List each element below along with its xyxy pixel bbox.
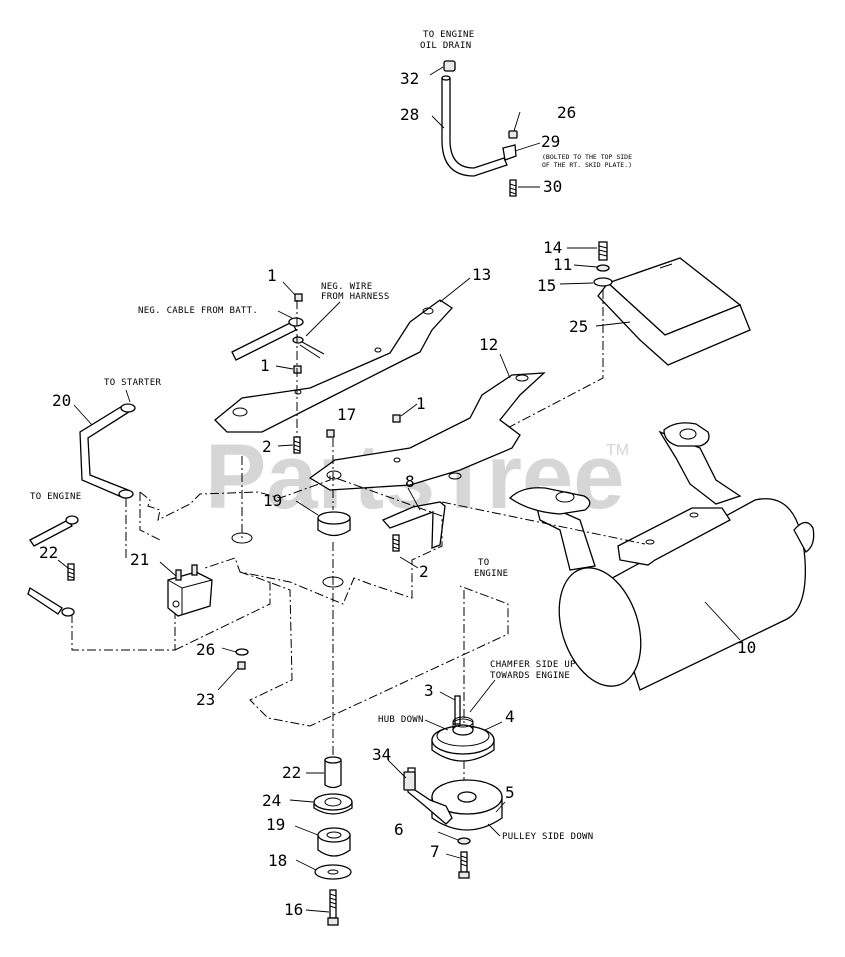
washer-18 xyxy=(314,864,352,880)
callout-c22b: 22 xyxy=(282,763,301,782)
callout-c6: 6 xyxy=(394,820,404,839)
callout-c2b: 2 xyxy=(419,562,429,581)
note-to-starter: TO STARTER xyxy=(104,378,161,388)
nut-26-top xyxy=(508,130,518,139)
callout-c32: 32 xyxy=(400,69,419,88)
callout-c12: 12 xyxy=(479,335,498,354)
callout-c1b: 1 xyxy=(260,356,270,375)
solenoid-21-group: TO ENGINE 22 21 26 23 xyxy=(27,492,249,709)
bracket-12-hardware: 1 17 8 2 xyxy=(326,394,446,581)
frame-outline xyxy=(71,438,509,727)
callout-c25: 25 xyxy=(569,317,588,336)
note-to-engine-center-2: ENGINE xyxy=(474,569,508,579)
callout-c13: 13 xyxy=(472,265,491,284)
callout-c4: 4 xyxy=(505,707,515,726)
bracket-8 xyxy=(381,501,446,549)
heat-shield-25: 14 11 15 25 xyxy=(537,238,751,366)
callout-c5: 5 xyxy=(505,783,515,802)
note-to-engine-center-1: TO xyxy=(478,558,489,568)
nut-1c xyxy=(392,414,401,423)
note-chamfer-2: TOWARDS ENGINE xyxy=(490,671,570,681)
muffler-bracket-12: 12 xyxy=(308,335,546,491)
callout-c11: 11 xyxy=(553,255,572,274)
note-neg-cable: NEG. CABLE FROM BATT. xyxy=(138,306,258,316)
callout-c19b: 19 xyxy=(266,815,285,834)
note-hub-down: HUB DOWN xyxy=(378,715,424,725)
drain-cap-32 xyxy=(443,60,456,72)
callout-c8: 8 xyxy=(405,472,415,491)
callout-c1a: 1 xyxy=(267,266,277,285)
callout-c16: 16 xyxy=(284,900,303,919)
note-bolted-1: (BOLTED TO THE TOP SIDE xyxy=(542,153,632,161)
note-to-engine-oil-drain-2: OIL DRAIN xyxy=(420,41,471,51)
watermark-tm: TM xyxy=(606,442,629,459)
muffler-bracket-13: 13 xyxy=(214,265,491,433)
callout-c3: 3 xyxy=(424,681,434,700)
lockwasher-11 xyxy=(596,264,610,272)
callout-c26b: 26 xyxy=(196,640,215,659)
nut-17 xyxy=(326,429,335,438)
callout-c28: 28 xyxy=(400,105,419,124)
callout-c7: 7 xyxy=(430,842,440,861)
washer-6 xyxy=(457,837,471,845)
callout-c26a: 26 xyxy=(557,103,576,122)
note-to-engine-left: TO ENGINE xyxy=(30,492,81,502)
note-to-engine-oil-drain-1: TO ENGINE xyxy=(423,30,474,40)
note-chamfer-1: CHAMFER SIDE UP xyxy=(490,660,576,670)
nut-1a xyxy=(294,293,303,302)
callout-c22a: 22 xyxy=(39,543,58,562)
callout-c20: 20 xyxy=(52,391,71,410)
washer-26 xyxy=(235,648,249,656)
note-neg-wire-2: FROM HARNESS xyxy=(321,292,390,302)
washer-15 xyxy=(593,277,613,287)
neg-battery-cable xyxy=(231,321,297,361)
solenoid-lead-wire xyxy=(27,587,63,615)
negative-cable-group: NEG. CABLE FROM BATT. NEG. WIRE FROM HAR… xyxy=(138,266,390,456)
engine-wire xyxy=(29,519,73,547)
isolator-stack: 22 24 19 18 16 xyxy=(262,756,353,926)
note-pulley-side-down: PULLEY SIDE DOWN xyxy=(502,832,594,842)
callout-c24: 24 xyxy=(262,791,281,810)
isolator-19-top: 19 xyxy=(263,491,351,537)
starter-cable-20: TO STARTER 20 xyxy=(52,378,161,560)
muffler-10: 10 xyxy=(508,422,815,691)
note-bolted-2: OF THE RT. SKID PLATE.) xyxy=(542,161,632,169)
callout-c18: 18 xyxy=(268,851,287,870)
callout-c29: 29 xyxy=(541,132,560,151)
callout-c2a: 2 xyxy=(262,437,272,456)
callout-c21: 21 xyxy=(130,550,149,569)
spacer-22 xyxy=(324,759,342,789)
drain-hose-28 xyxy=(441,77,508,177)
solenoid-21 xyxy=(167,571,213,617)
key-3 xyxy=(454,695,461,725)
callout-c10: 10 xyxy=(737,638,756,657)
callout-c19a: 19 xyxy=(263,491,282,510)
nut-23 xyxy=(237,661,246,670)
callout-c15: 15 xyxy=(537,276,556,295)
callout-c30: 30 xyxy=(543,177,562,196)
callout-c1c: 1 xyxy=(416,394,426,413)
note-neg-wire-1: NEG. WIRE xyxy=(321,282,372,292)
callout-c17: 17 xyxy=(337,405,356,424)
hose-clamp-29 xyxy=(502,144,517,161)
oil-drain-hose-assembly: TO ENGINE OIL DRAIN 32 28 26 29 (BOLTED … xyxy=(400,30,632,197)
callout-c34: 34 xyxy=(372,745,391,764)
pto-clutch-assembly: TO ENGINE CHAMFER SIDE UP TOWARDS ENGINE… xyxy=(372,558,594,879)
callout-c23: 23 xyxy=(196,690,215,709)
callout-c14: 14 xyxy=(543,238,562,257)
